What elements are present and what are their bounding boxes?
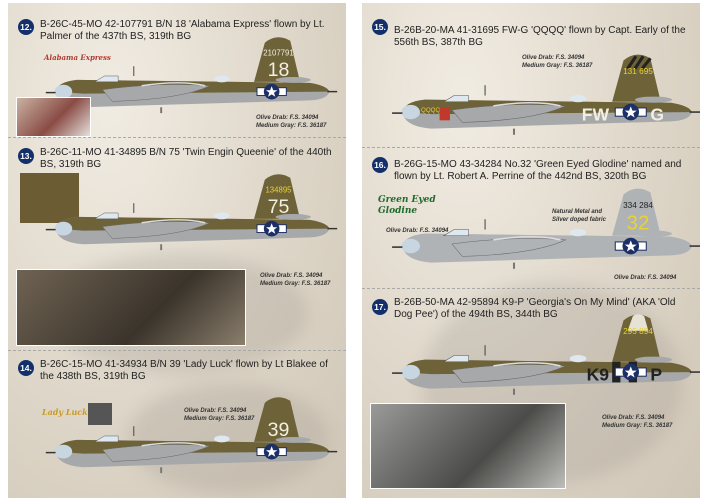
nose-art-logo: Green Eyed Glodine [378, 195, 436, 216]
nose-art-logo: Lady Luck [42, 407, 88, 417]
reference-photo [16, 269, 246, 346]
note: Olive Drab: F.S. 34094 [260, 273, 323, 279]
profile-title: B-26B-20-MA 41-31695 FW-G 'QQQQ' flown b… [394, 25, 686, 48]
tail-code: 18 [268, 59, 290, 81]
note: Olive Drab: F.S. 34094 [184, 408, 247, 414]
color-notes: Olive Drab: F.S. 34094 [614, 275, 677, 281]
aircraft-profile-14: 39 [38, 391, 343, 479]
nose-art-logo: Alabama Express [44, 53, 111, 62]
reference-photo [16, 97, 91, 137]
aircraft-profile: 134895 75 [45, 174, 338, 251]
note: Medium Gray: F.S. 36187 [602, 422, 673, 429]
profile-number: 14. [18, 360, 34, 376]
nose-art: QQQQ [421, 107, 440, 114]
note: Silver doped fabric [552, 216, 607, 223]
aircraft-profile: 2107791 18 [45, 37, 338, 114]
note: Olive Drab: F.S. 34094 [522, 55, 585, 61]
profile-title: B-26B-50-MA 42-95894 K9-P 'Georgia's On … [394, 297, 676, 320]
note: Olive Drab: F.S. 34094 [602, 415, 665, 421]
fuselage-code: K9 [587, 364, 610, 384]
tail-serial: 131 695 [623, 67, 653, 76]
tail-code: 75 [268, 196, 290, 218]
note: Medium Gray: F.S. 36187 [260, 280, 331, 287]
profile-title: B-26G-15-MO 43-34284 No.32 'Green Eyed G… [394, 159, 682, 182]
profile-number: 13. [18, 148, 34, 164]
roundel [614, 237, 647, 255]
profile-number: 17. [372, 299, 388, 315]
left-panel: 12. B-26C-45-MO 42-107791 B/N 18 'Alabam… [8, 3, 346, 498]
profile-number: 12. [18, 19, 34, 35]
tail-serial: 134895 [265, 185, 292, 194]
divider [362, 288, 700, 289]
note: Natural Metal and [552, 209, 603, 215]
roundel [256, 220, 287, 237]
fuselage-code: P [650, 364, 662, 384]
aircraft-profile-13: 134895 75 [38, 168, 343, 256]
color-notes: Olive Drab: F.S. 34094 [386, 228, 449, 234]
divider [8, 137, 346, 138]
fuselage-code: FW [582, 104, 610, 124]
profile-title: B-26C-11-MO 41-34895 B/N 75 'Twin Engin … [40, 147, 332, 170]
roundel [256, 443, 287, 460]
divider [8, 350, 346, 351]
profile-number: 16. [372, 157, 388, 173]
divider [362, 147, 700, 148]
tail-code: 32 [627, 212, 650, 235]
roundel [614, 103, 647, 121]
aircraft-profile-16: 334 284 32 [390, 181, 700, 276]
aircraft-profile: 39 [45, 397, 338, 474]
note: Medium Gray: F.S. 36187 [184, 415, 255, 422]
aircraft-profile: 334 284 32 [392, 188, 700, 269]
mission-marks-inset [20, 173, 79, 223]
tail-serial: 2107791 [263, 48, 293, 57]
fuselage-code: G [650, 104, 664, 124]
roundel [256, 83, 287, 100]
tail-serial: 334 284 [623, 201, 653, 210]
mission-marks-inset [88, 403, 112, 425]
right-panel: 15. B-26B-20-MA 41-31695 FW-G 'QQQQ' flo… [362, 3, 700, 498]
profile-title: B-26C-15-MO 41-34934 B/N 39 'Lady Luck' … [40, 359, 328, 382]
roundel [614, 363, 647, 381]
tail-serial: 295 894 [623, 327, 653, 336]
aircraft-profile-12: 2107791 18 [38, 31, 343, 119]
profile-number: 15. [372, 19, 388, 35]
reference-photo [370, 403, 566, 489]
note: Medium Gray: F.S. 36187 [522, 62, 593, 69]
note: Olive Drab: F.S. 34094 [256, 115, 319, 121]
profile-title: B-26C-45-MO 42-107791 B/N 18 'Alabama Ex… [40, 19, 325, 42]
note: Medium Gray: F.S. 36187 [256, 122, 327, 129]
tail-code: 39 [268, 419, 290, 441]
